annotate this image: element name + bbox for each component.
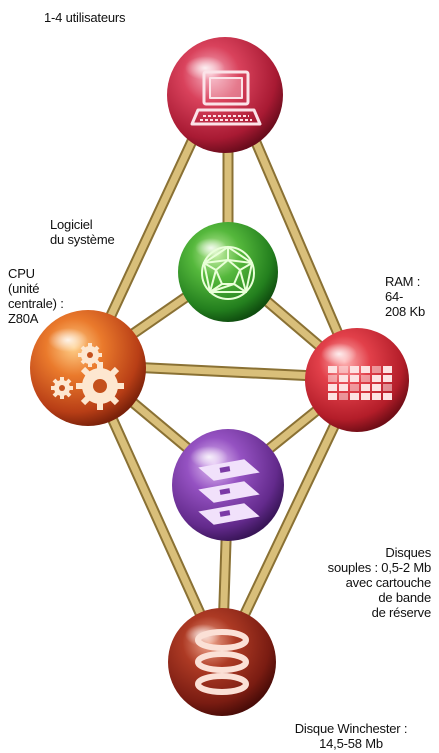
cpu-node bbox=[30, 310, 146, 426]
winchester-label: Disque Winchester : 14,5-58 Mb bbox=[294, 721, 408, 751]
software-node bbox=[178, 222, 278, 322]
ram-node bbox=[305, 328, 409, 432]
floppy-disks-icon bbox=[198, 459, 260, 525]
terminal-label: 1-4 utilisateurs bbox=[44, 10, 126, 25]
cpu-label: CPU (unité centrale) : Z80A bbox=[8, 266, 64, 326]
winchester-node bbox=[168, 608, 276, 716]
software-label: Logiciel du système bbox=[50, 217, 115, 247]
geodesic-sphere-icon bbox=[201, 245, 255, 300]
ram-label: RAM : 64- 208 Kb bbox=[385, 274, 426, 319]
terminal-node bbox=[167, 37, 283, 153]
gears-icon bbox=[51, 343, 124, 410]
hard-disk-platters-icon bbox=[195, 629, 249, 695]
computer-terminal-icon bbox=[190, 70, 262, 126]
floppy-label: Disques souples : 0,5-2 Mb avec cartouch… bbox=[327, 545, 432, 620]
memory-chip-icon bbox=[328, 366, 392, 400]
floppy-node bbox=[172, 429, 284, 541]
